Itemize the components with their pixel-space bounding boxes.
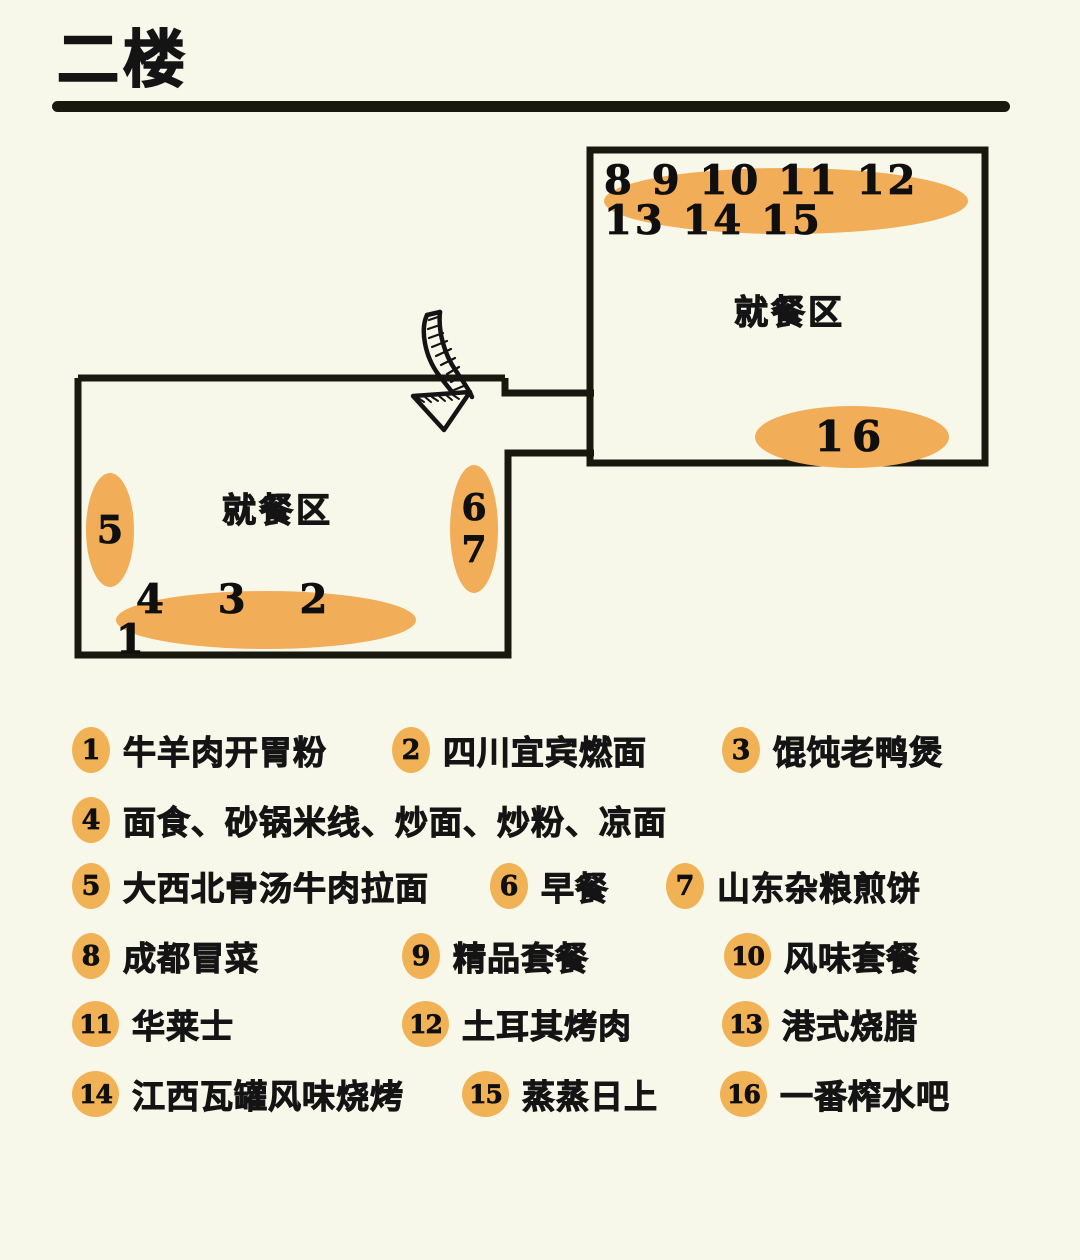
legend-number-badge: 15 xyxy=(462,1071,509,1117)
legend-item-7[interactable]: 7 山东杂粮煎饼 xyxy=(666,862,921,910)
floor-plan: 8 9 10 11 12 13 14 15 就餐区 16 5 就餐区 6 7 4… xyxy=(0,130,1080,690)
legend-item-16[interactable]: 16 一番榨水吧 xyxy=(720,1070,950,1118)
legend-label: 土耳其烤肉 xyxy=(462,1007,632,1047)
legend-label: 牛羊肉开胃粉 xyxy=(123,733,327,773)
legend-label: 华莱士 xyxy=(132,1007,234,1047)
legend-item-13[interactable]: 13 港式烧腊 xyxy=(722,1000,918,1048)
page-title: 二楼 xyxy=(56,23,190,96)
legend-item-12[interactable]: 12 土耳其烤肉 xyxy=(402,1000,632,1048)
legend-number-badge: 9 xyxy=(402,933,440,979)
legend-item-2[interactable]: 2 四川宜宾燃面 xyxy=(392,726,647,774)
legend-number-badge: 4 xyxy=(72,797,110,843)
legend-item-10[interactable]: 10 风味套餐 xyxy=(724,932,920,980)
floor-plan-walls xyxy=(74,146,989,659)
title-divider xyxy=(52,101,1010,112)
page-header: 二楼 xyxy=(0,0,1080,130)
legend-number-badge: 16 xyxy=(720,1071,767,1117)
legend-number-badge: 12 xyxy=(402,1001,449,1047)
legend-number-badge: 2 xyxy=(392,727,430,773)
legend-item-15[interactable]: 15 蒸蒸日上 xyxy=(462,1070,658,1118)
wall-left-room-body xyxy=(74,378,594,659)
legend-row: 11 华莱士 12 土耳其烤肉 13 港式烧腊 xyxy=(72,996,1032,1052)
legend-item-14[interactable]: 14 江西瓦罐风味烧烤 xyxy=(72,1070,404,1118)
legend-row: 1 牛羊肉开胃粉 2 四川宜宾燃面 3 馄饨老鸭煲 xyxy=(72,722,1032,778)
legend-item-5[interactable]: 5 大西北骨汤牛肉拉面 xyxy=(72,862,429,910)
legend-label: 蒸蒸日上 xyxy=(522,1077,658,1117)
legend-label: 四川宜宾燃面 xyxy=(443,733,647,773)
legend-label: 成都冒菜 xyxy=(123,939,259,979)
legend-number-badge: 8 xyxy=(72,933,110,979)
stall-blob-5[interactable]: 5 xyxy=(86,473,134,587)
legend-item-1[interactable]: 1 牛羊肉开胃粉 xyxy=(72,726,327,774)
legend-label: 早餐 xyxy=(541,869,609,909)
stall-strip-bottom-left[interactable]: 4 3 2 1 xyxy=(116,579,416,660)
legend-number-badge: 13 xyxy=(722,1001,769,1047)
legend-number-badge: 14 xyxy=(72,1071,119,1117)
wall-corridor-top xyxy=(501,378,594,397)
legend-label: 面食、砂锅米线、炒面、炒粉、凉面 xyxy=(123,803,667,843)
legend-item-9[interactable]: 9 精品套餐 xyxy=(402,932,589,980)
legend-number-badge: 3 xyxy=(722,727,760,773)
legend-number-badge: 1 xyxy=(72,727,110,773)
legend-label: 江西瓦罐风味烧烤 xyxy=(132,1077,404,1117)
legend-row: 5 大西北骨汤牛肉拉面 6 早餐 7 山东杂粮煎饼 xyxy=(72,858,1032,914)
legend-label: 港式烧腊 xyxy=(782,1007,918,1047)
stall-number-6: 6 xyxy=(461,487,487,529)
legend-label: 大西北骨汤牛肉拉面 xyxy=(123,869,429,909)
legend-row: 14 江西瓦罐风味烧烤 15 蒸蒸日上 16 一番榨水吧 xyxy=(72,1066,1032,1122)
legend-label: 馄饨老鸭煲 xyxy=(773,733,943,773)
stall-legend: 1 牛羊肉开胃粉 2 四川宜宾燃面 3 馄饨老鸭煲 4 面食、砂锅米线、炒面、炒粉、凉面 5 大西… xyxy=(0,700,1080,1140)
legend-number-badge: 10 xyxy=(724,933,771,979)
legend-label: 精品套餐 xyxy=(453,939,589,979)
curved-down-arrow-icon xyxy=(410,309,475,433)
legend-item-4[interactable]: 4 面食、砂锅米线、炒面、炒粉、凉面 xyxy=(72,796,667,844)
legend-label: 风味套餐 xyxy=(784,939,920,979)
legend-number-badge: 11 xyxy=(72,1001,119,1047)
stall-blob-16[interactable]: 16 xyxy=(755,406,949,468)
legend-item-3[interactable]: 3 馄饨老鸭煲 xyxy=(722,726,943,774)
stall-number-7: 7 xyxy=(461,529,487,571)
legend-label: 山东杂粮煎饼 xyxy=(717,869,921,909)
legend-item-6[interactable]: 6 早餐 xyxy=(490,862,609,910)
legend-row: 4 面食、砂锅米线、炒面、炒粉、凉面 xyxy=(72,792,1032,848)
legend-row: 8 成都冒菜 9 精品套餐 10 风味套餐 xyxy=(72,928,1032,984)
dining-area-label-right: 就餐区 xyxy=(733,292,845,333)
stall-blob-6-7[interactable]: 6 7 xyxy=(450,465,498,593)
dining-area-label-left: 就餐区 xyxy=(221,490,333,531)
legend-label: 一番榨水吧 xyxy=(780,1077,950,1117)
stall-strip-top-right[interactable]: 8 9 10 11 12 13 14 15 xyxy=(604,160,968,241)
legend-number-badge: 6 xyxy=(490,863,528,909)
legend-item-11[interactable]: 11 华莱士 xyxy=(72,1000,234,1048)
legend-number-badge: 7 xyxy=(666,863,704,909)
legend-item-8[interactable]: 8 成都冒菜 xyxy=(72,932,259,980)
legend-number-badge: 5 xyxy=(72,863,110,909)
